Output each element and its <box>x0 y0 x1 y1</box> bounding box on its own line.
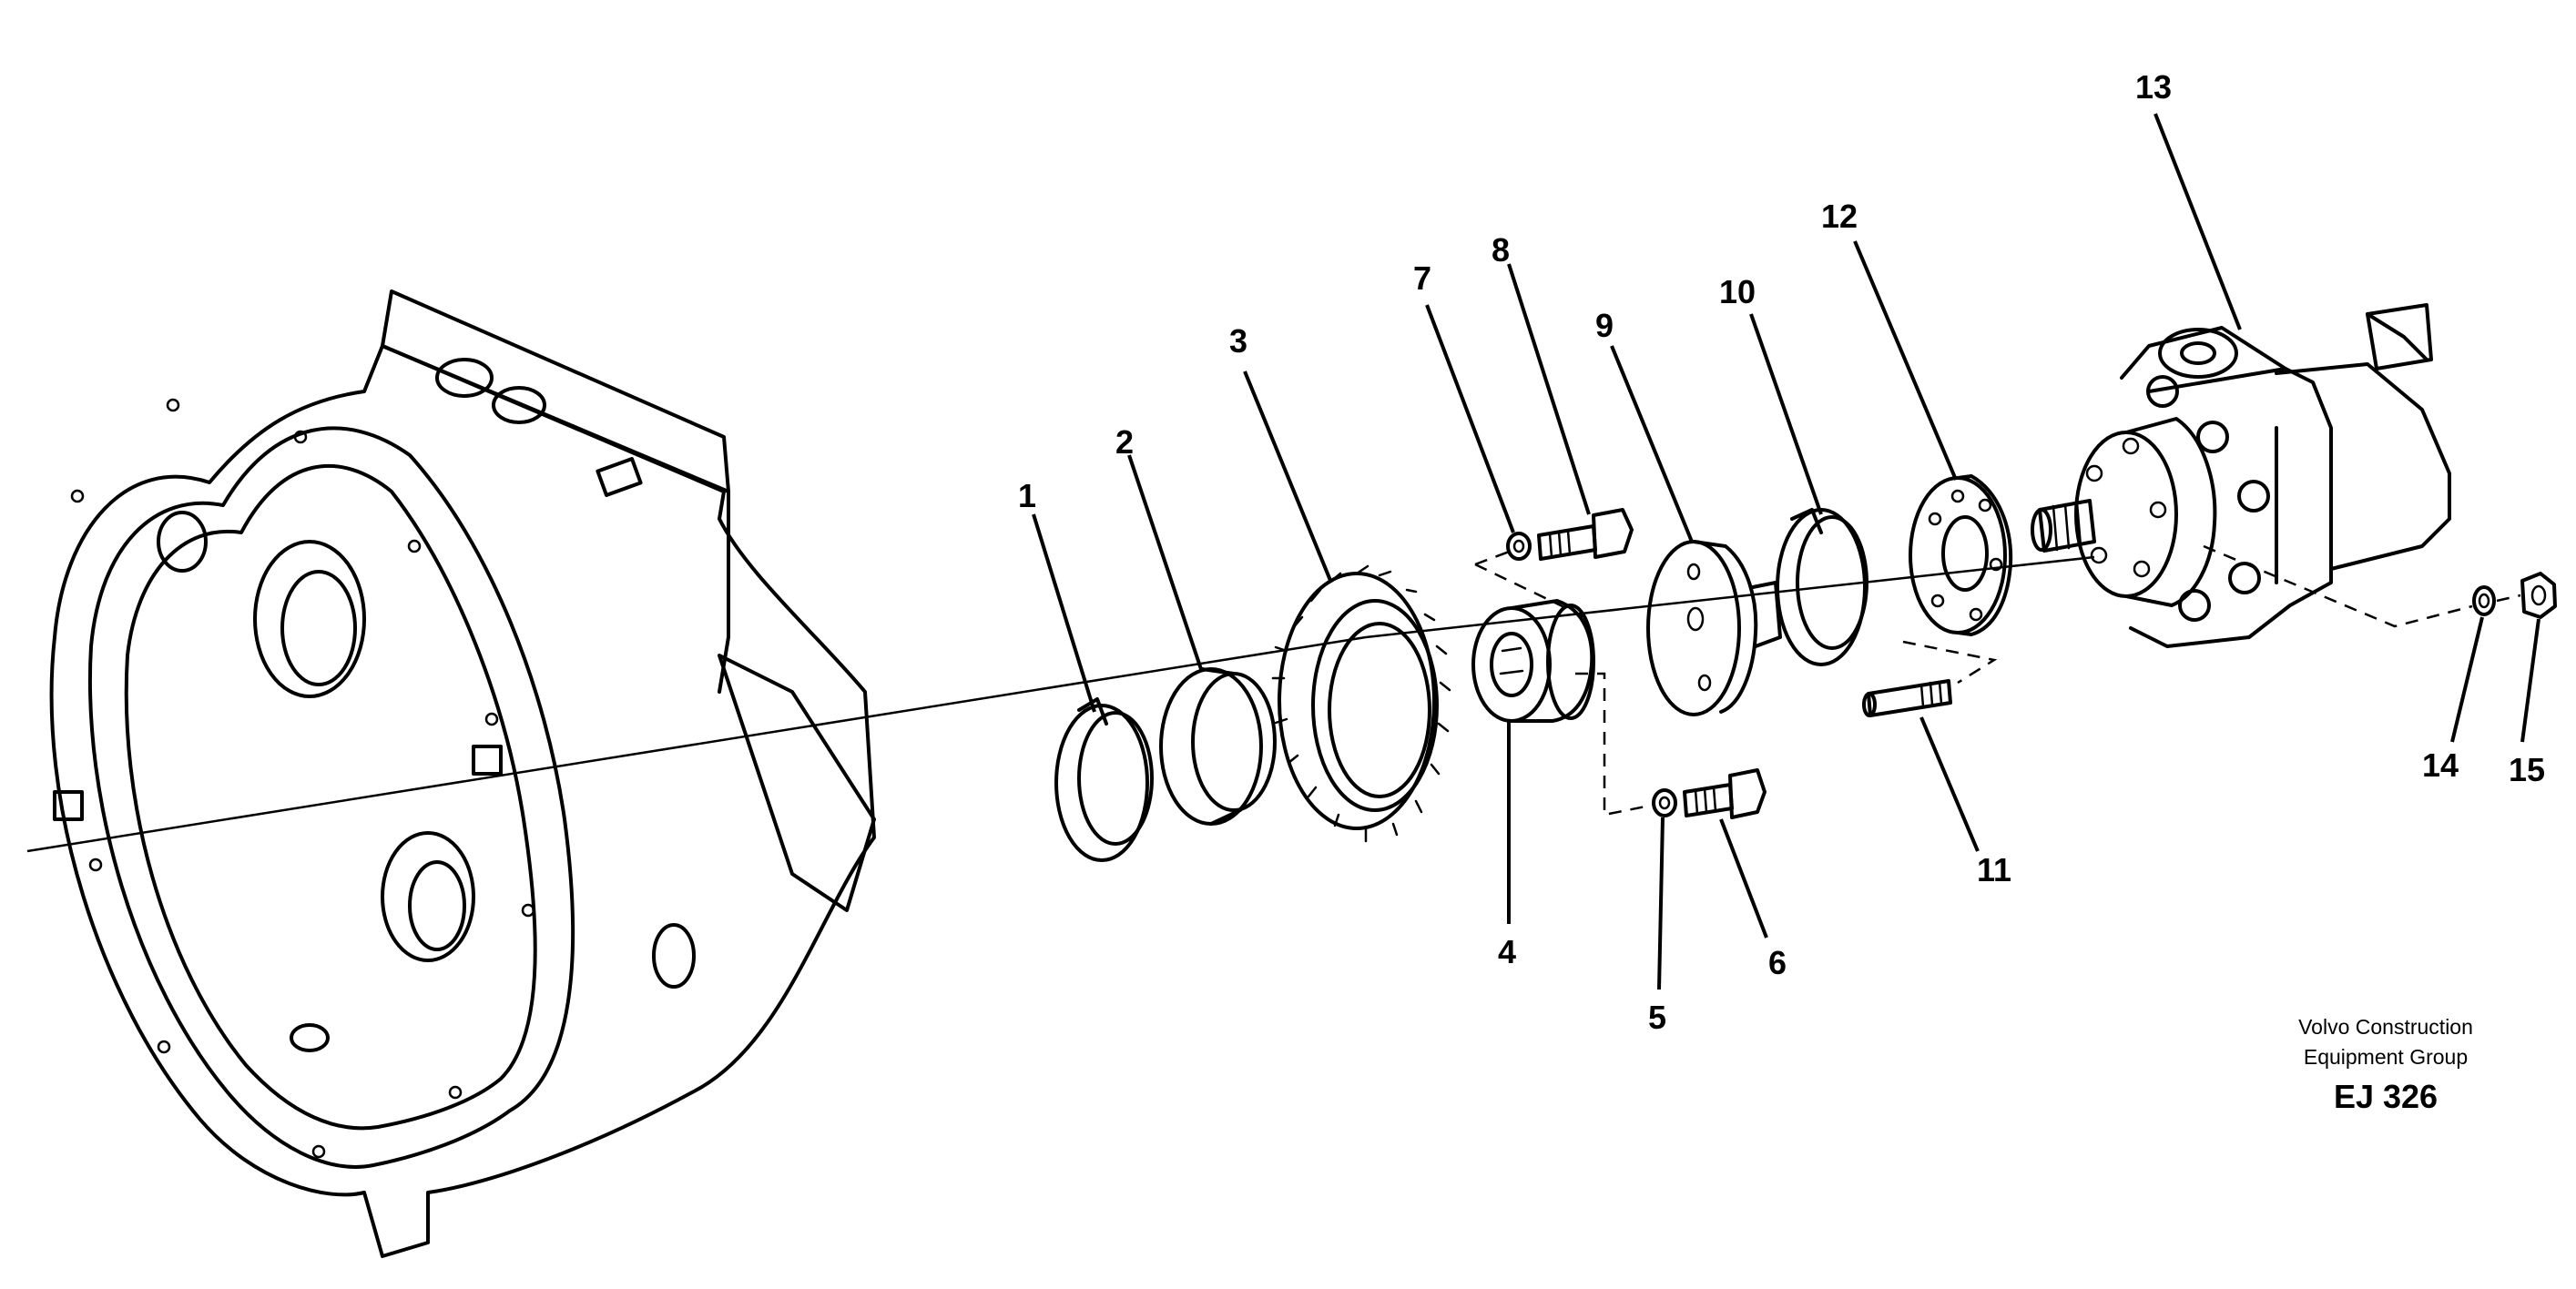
part-2-bearing-ring <box>1159 667 1277 826</box>
callout-7: 7 <box>1413 259 1431 297</box>
company-caption: Volvo Construction Equipment Group <box>2249 1012 2522 1072</box>
dashed-line-14-15 <box>2203 544 2521 628</box>
part-14-washer-hole <box>2478 593 2490 609</box>
callout-4: 4 <box>1498 933 1516 970</box>
callout-11: 11 <box>1977 851 2011 888</box>
company-line-2: Equipment Group <box>2303 1045 2469 1069</box>
callout-8: 8 <box>1492 231 1510 269</box>
part-8-bolt <box>1537 508 1634 561</box>
part-3-gear <box>1271 564 1451 843</box>
callout-12: 12 <box>1821 198 1858 235</box>
callout-5: 5 <box>1648 999 1666 1036</box>
leader-lines <box>1032 113 2540 990</box>
dashed-line-11 <box>1902 640 1998 685</box>
part-12-adapter-plate <box>1909 474 2013 636</box>
callout-1: 1 <box>1018 477 1036 514</box>
assembly-axis-right <box>1365 555 2095 639</box>
callout-2: 2 <box>1115 423 1134 461</box>
callout-14: 14 <box>2422 746 2459 784</box>
part-13-pump <box>2031 303 2451 648</box>
callout-10: 10 <box>1719 273 1756 310</box>
part-1-snap-ring <box>1054 697 1154 862</box>
part-9-coupling <box>1646 540 1782 716</box>
figure-code: EJ 326 <box>2333 1078 2439 1115</box>
housing <box>49 289 876 1258</box>
part-5-washer-hole <box>1658 796 1671 810</box>
callout-9: 9 <box>1595 307 1614 344</box>
part-11-stud <box>1862 679 1952 717</box>
part-7-washer <box>1506 532 1532 561</box>
dashed-line-7-8 <box>1474 549 1590 621</box>
part-7-washer-hole <box>1512 539 1525 553</box>
part-14-washer <box>2472 585 2496 616</box>
company-line-1: Volvo Construction <box>2298 1015 2473 1039</box>
part-15-nut <box>2520 572 2557 619</box>
part-5-washer <box>1652 788 1677 817</box>
part-4-hub <box>1471 599 1595 723</box>
callout-13: 13 <box>2135 68 2172 106</box>
callout-3: 3 <box>1229 322 1247 360</box>
assembly-axis-left <box>26 635 1367 853</box>
dashed-line-5-6 <box>1575 672 1651 817</box>
callout-6: 6 <box>1768 944 1787 981</box>
part-6-bolt <box>1683 768 1767 819</box>
callout-15: 15 <box>2509 751 2545 788</box>
